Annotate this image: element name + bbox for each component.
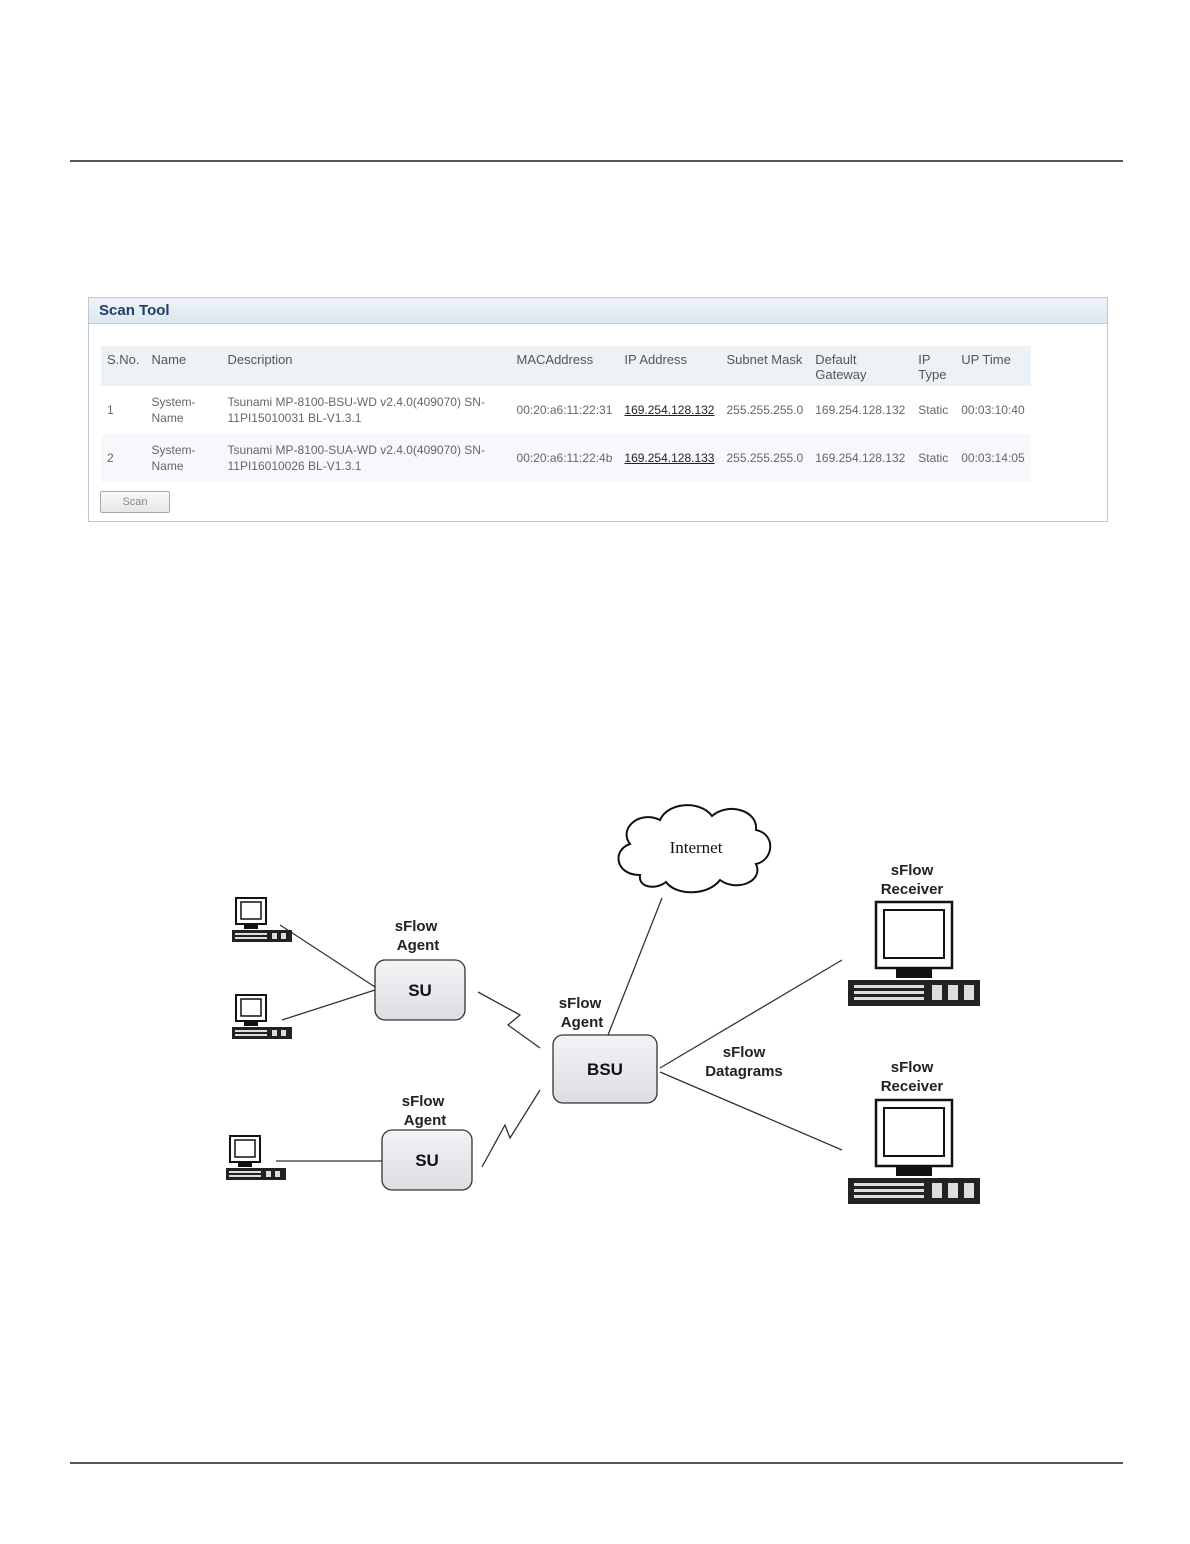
ip-link[interactable]: 169.254.128.132 xyxy=(624,403,715,417)
cell-name: System-Name xyxy=(151,395,196,425)
cell-name: System-Name xyxy=(145,434,222,482)
receiver-label-line1: sFlow xyxy=(891,862,934,879)
cell-mac: 00:20:a6:11:22:4b xyxy=(510,434,619,482)
footer-rule xyxy=(70,1462,1123,1464)
scan-button[interactable]: Scan xyxy=(100,491,170,513)
client-computer-icon xyxy=(231,897,293,943)
sflow-network-diagram: Internet SU BSU SU sFlow Agent sFlow Age… xyxy=(225,804,982,1206)
header-rule xyxy=(70,160,1123,162)
su-box-2: SU xyxy=(381,1129,473,1191)
col-gateway: Default Gateway xyxy=(809,346,913,386)
table-header-row: S.No. Name Description MACAddress IP Add… xyxy=(101,346,1031,386)
internet-label: Internet xyxy=(670,838,723,857)
table-row: 1 System-Name Tsunami MP-8100-BSU-WD v2.… xyxy=(101,386,1031,434)
scan-results-table: S.No. Name Description MACAddress IP Add… xyxy=(101,346,1031,482)
cell-ip: 169.254.128.132 xyxy=(618,386,720,434)
agent-label-line2: Agent xyxy=(404,1112,447,1129)
bsu-label: BSU xyxy=(587,1060,623,1079)
col-uptime: UP Time xyxy=(955,346,1031,386)
receiver-label-line2: Receiver xyxy=(881,881,944,898)
connection-lines xyxy=(276,897,843,1168)
cell-sno: 2 xyxy=(101,434,146,482)
cell-ip: 169.254.128.133 xyxy=(618,434,721,482)
agent-label-line2: Agent xyxy=(397,937,440,954)
cell-description: Tsunami MP-8100-SUA-WD v2.4.0(409070) SN… xyxy=(221,434,511,482)
scan-tool-title: Scan Tool xyxy=(89,298,1107,324)
cell-description: Tsunami MP-8100-BSU-WD v2.4.0(409070) SN… xyxy=(227,395,485,425)
receiver-label-line1: sFlow xyxy=(891,1059,934,1076)
client-computer-icon xyxy=(231,994,293,1040)
receiver-label-line2: Receiver xyxy=(881,1078,944,1095)
agent-label-line1: sFlow xyxy=(395,918,438,935)
agent-label-line1: sFlow xyxy=(559,995,602,1012)
agent-label-line2: Agent xyxy=(561,1014,604,1031)
cell-iptype: Static xyxy=(918,403,949,417)
cell-gateway: 169.254.128.132 xyxy=(809,434,913,482)
col-mac: MACAddress xyxy=(510,346,619,386)
cell-uptime: 00:03:14:05 xyxy=(955,434,1031,482)
col-description: Description xyxy=(221,346,511,386)
col-ip: IP Address xyxy=(618,346,721,386)
client-computer-icon xyxy=(225,1135,287,1181)
cell-sno: 1 xyxy=(107,403,114,417)
cell-iptype: Static xyxy=(912,434,956,482)
receiver-computer-icon xyxy=(846,1098,982,1206)
col-name: Name xyxy=(145,346,222,386)
cell-mac: 00:20:a6:11:22:31 xyxy=(516,403,613,417)
cell-subnet: 255.255.255.0 xyxy=(720,434,810,482)
su-label: SU xyxy=(415,1151,439,1170)
cell-uptime: 00:03:10:40 xyxy=(961,403,1025,417)
su-box-1: SU xyxy=(374,959,466,1021)
cell-gateway: 169.254.128.132 xyxy=(815,403,906,417)
internet-cloud: Internet xyxy=(617,804,772,894)
table-row: 2 System-Name Tsunami MP-8100-SUA-WD v2.… xyxy=(101,434,1031,482)
col-sno: S.No. xyxy=(101,346,146,386)
scan-tool-panel: Scan Tool S.No. Name Description MACAddr… xyxy=(88,297,1108,522)
datagrams-label-line2: Datagrams xyxy=(705,1063,783,1080)
receiver-computer-icon xyxy=(846,900,982,1008)
datagrams-label-line1: sFlow xyxy=(723,1044,766,1061)
col-subnet: Subnet Mask xyxy=(720,346,810,386)
ip-link[interactable]: 169.254.128.133 xyxy=(624,451,715,465)
agent-label-line1: sFlow xyxy=(402,1093,445,1110)
cell-subnet: 255.255.255.0 xyxy=(726,403,804,417)
su-label: SU xyxy=(408,981,432,1000)
col-iptype: IP Type xyxy=(912,346,956,386)
bsu-box: BSU xyxy=(552,1034,658,1104)
